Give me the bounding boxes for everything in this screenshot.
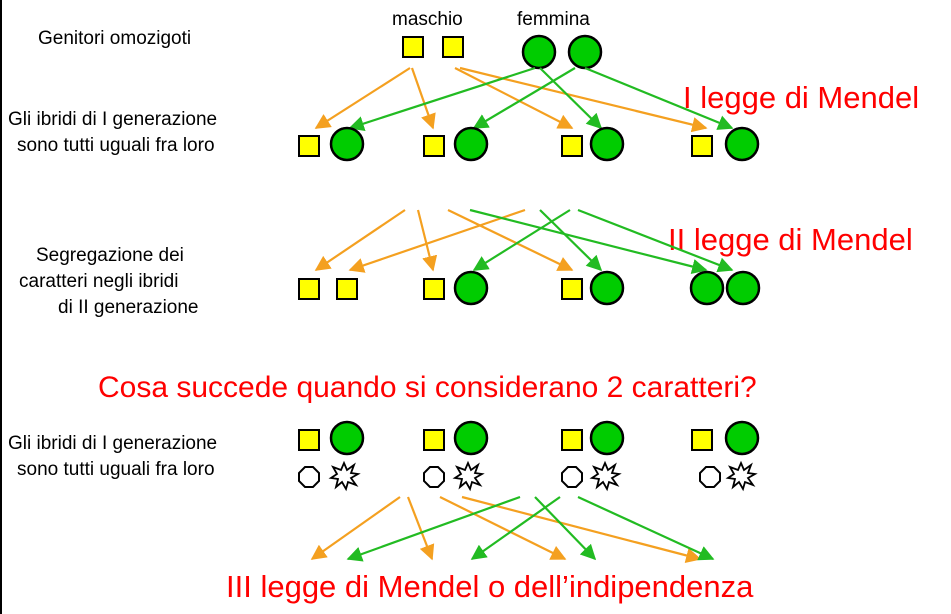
f1-square-4 xyxy=(691,135,713,157)
left-border xyxy=(0,0,2,614)
female-label: femmina xyxy=(517,9,590,30)
f1-square-2 xyxy=(423,135,445,157)
f2-square-4 xyxy=(561,278,583,300)
question-label: Cosa succede quando si considerano 2 car… xyxy=(98,371,757,404)
dh-circle-4 xyxy=(724,420,760,456)
dihybrid-f1-group xyxy=(298,420,760,490)
f1-label-line1: Gli ibridi di I generazione xyxy=(8,109,218,130)
parents-label: Genitori omozigoti xyxy=(38,28,192,49)
f1-square-3 xyxy=(561,135,583,157)
f2-circle-3 xyxy=(689,270,725,306)
dh-burst-2 xyxy=(454,462,483,490)
dh-square-3 xyxy=(561,429,583,451)
dh-circle-1 xyxy=(329,420,365,456)
f2-square-3 xyxy=(423,278,445,300)
f2-circle-4 xyxy=(725,270,761,306)
f2-square-2 xyxy=(336,278,358,300)
f1-circle-2 xyxy=(453,126,489,162)
female-circle-2 xyxy=(567,34,603,70)
dh-octagon-3 xyxy=(561,466,583,488)
f1b-label-line1: Gli ibridi di I generazione xyxy=(8,433,218,454)
f2-label-line1: Segregazione dei xyxy=(36,245,184,266)
f1-arrows xyxy=(314,66,734,133)
dh-burst-3 xyxy=(591,462,620,490)
dh-burst-1 xyxy=(330,462,359,490)
f1b-label-line2: sono tutti uguali fra loro xyxy=(17,459,215,480)
dh-square-4 xyxy=(691,429,713,451)
law1-label: I legge di Mendel xyxy=(683,80,920,115)
dh-octagon-4 xyxy=(699,466,721,488)
f1-circle-3 xyxy=(589,126,625,162)
f2-circle-1 xyxy=(453,270,489,306)
dh-square-2 xyxy=(423,429,445,451)
f2-label-line2: caratteri negli ibridi xyxy=(19,271,179,292)
law2-label: II legge di Mendel xyxy=(668,222,913,257)
dh-burst-4 xyxy=(727,462,756,490)
male-label: maschio xyxy=(392,9,463,30)
f2-label-line3: di II generazione xyxy=(58,297,199,318)
dh-circle-2 xyxy=(453,420,489,456)
dh-circle-3 xyxy=(589,420,625,456)
f2-square-1 xyxy=(298,278,320,300)
dh-octagon-2 xyxy=(423,466,445,488)
f1-circle-1 xyxy=(329,126,365,162)
f1-square-1 xyxy=(298,135,320,157)
law3-label: III legge di Mendel o dell’indipendenza xyxy=(226,569,754,604)
f2-circle-2 xyxy=(589,270,625,306)
female-circle-1 xyxy=(521,34,557,70)
male-square-1 xyxy=(402,36,424,58)
dh-square-1 xyxy=(298,429,320,451)
f2-dihybrid-arrows xyxy=(310,495,715,563)
male-square-2 xyxy=(442,36,464,58)
f1-circle-4 xyxy=(724,126,760,162)
f1-label-line2: sono tutti uguali fra loro xyxy=(17,135,215,156)
dh-octagon-1 xyxy=(298,466,320,488)
